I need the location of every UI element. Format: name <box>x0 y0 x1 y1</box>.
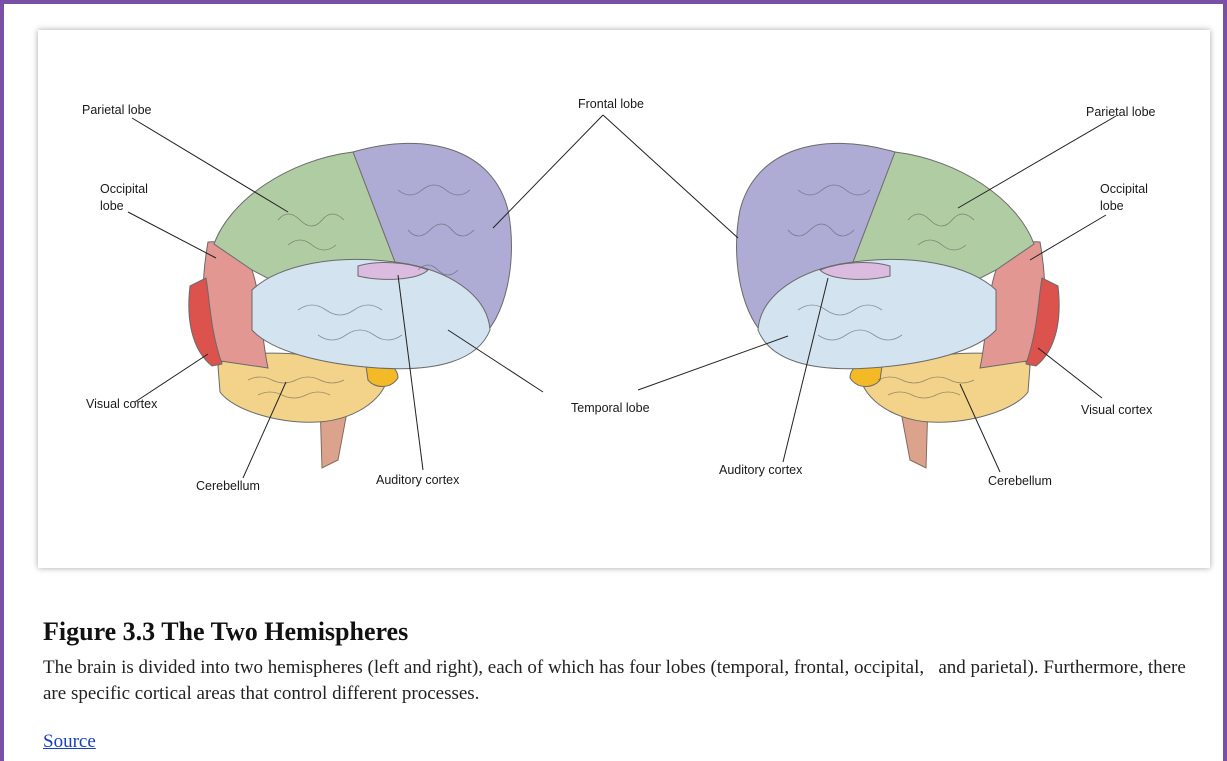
brain-diagram: Parietal lobe Occipital lobe Frontal lob… <box>38 30 1210 568</box>
brain-figure: Parietal lobe Occipital lobe Frontal lob… <box>38 30 1210 568</box>
label-auditory-cortex-left: Auditory cortex <box>376 473 460 487</box>
label-temporal-lobe: Temporal lobe <box>571 401 650 415</box>
label-cerebellum-right: Cerebellum <box>988 474 1052 488</box>
label-frontal-lobe: Frontal lobe <box>578 97 644 111</box>
figure-caption-title: Figure 3.3 The Two Hemispheres <box>43 617 408 647</box>
label-occipital-right-2: lobe <box>1100 199 1124 213</box>
label-parietal-lobe-right: Parietal lobe <box>1086 105 1156 119</box>
source-link[interactable]: Source <box>43 731 96 753</box>
figure-caption-body: The brain is divided into two hemisphere… <box>43 655 1213 707</box>
label-occipital-right-1: Occipital <box>1100 182 1148 196</box>
label-auditory-cortex-right: Auditory cortex <box>719 463 803 477</box>
label-occipital-left-1: Occipital <box>100 182 148 196</box>
label-visual-cortex-right: Visual cortex <box>1081 403 1153 417</box>
label-parietal-lobe-left: Parietal lobe <box>82 103 152 117</box>
label-occipital-left-2: lobe <box>100 199 124 213</box>
label-visual-cortex-left: Visual cortex <box>86 397 158 411</box>
label-cerebellum-left: Cerebellum <box>196 479 260 493</box>
